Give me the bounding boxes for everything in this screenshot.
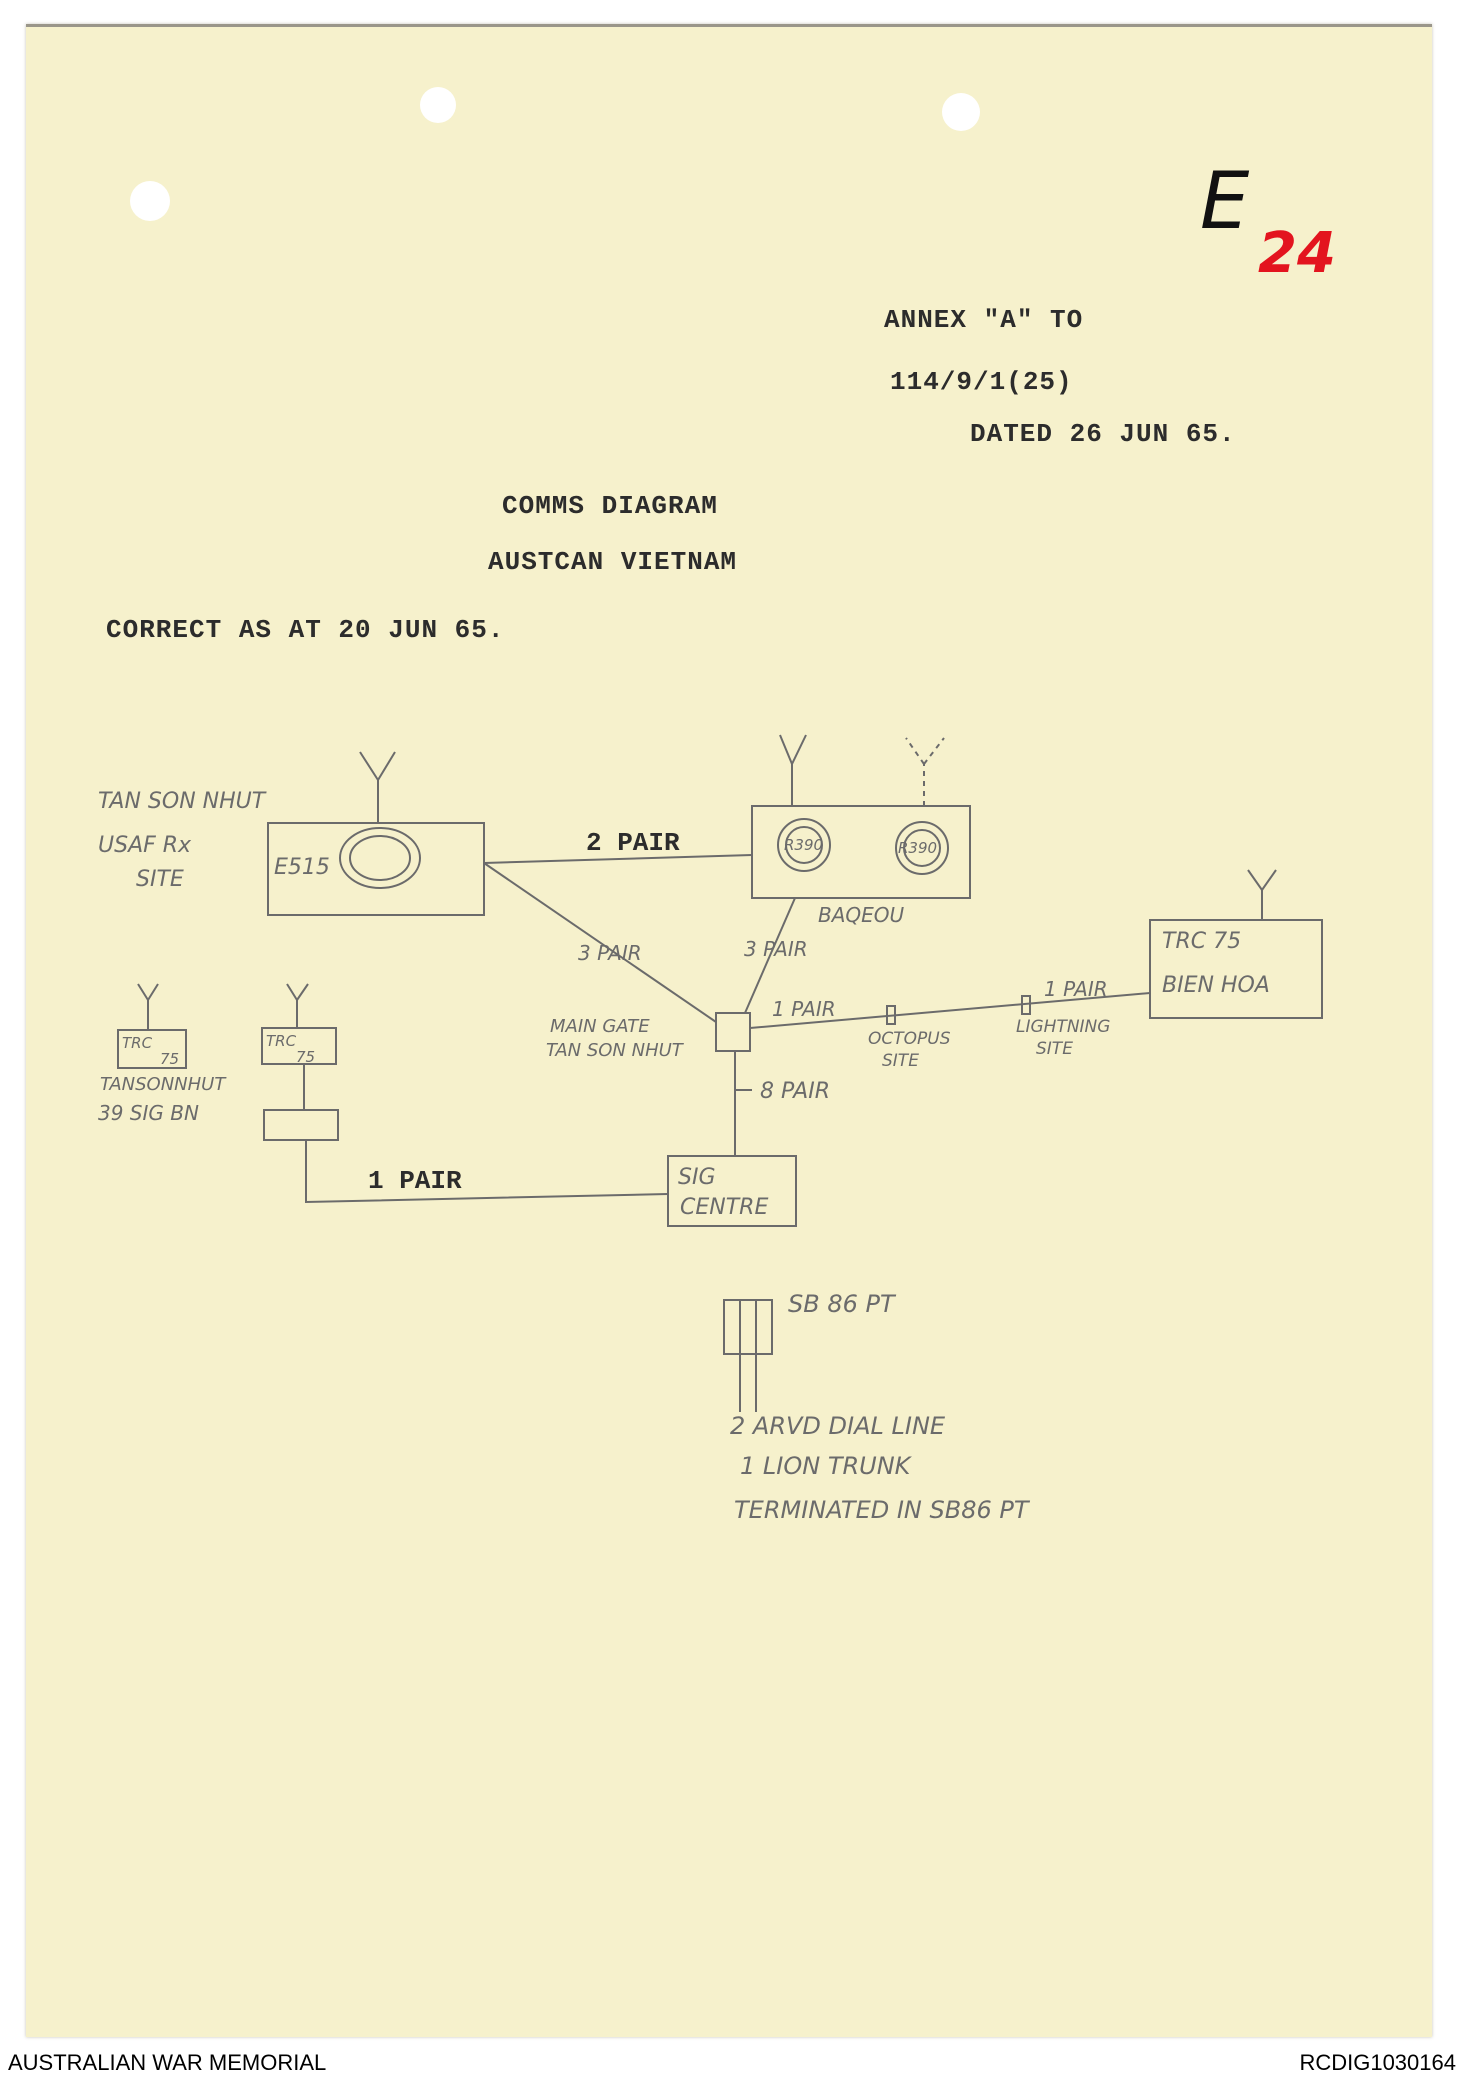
r390-right-icon (895, 821, 949, 875)
annex-line: ANNEX "A" TO (884, 305, 1084, 335)
title-line-2: AUSTCAN VIETNAM (488, 547, 738, 577)
notes-line-3: TERMINATED IN SB86 PT (734, 1496, 1031, 1524)
link-main-gate-bien-hoa (749, 992, 1151, 1029)
bien-hoa-antenna-icon (1247, 869, 1277, 920)
r390-left-label: R390 (784, 836, 823, 854)
e515-antenna-icon (359, 751, 396, 823)
e515-dish-inner-icon (349, 835, 411, 881)
footer-archive-name: AUSTRALIAN WAR MEMORIAL (8, 2050, 327, 2075)
punch-hole-1 (420, 87, 456, 123)
baqeou-antenna-icon (779, 734, 807, 806)
document-sheet: ANNEX "A" TO 114/9/1(25) DATED 26 JUN 65… (26, 24, 1432, 2037)
main-gate-line-2: TAN SON NHUT (546, 1040, 685, 1061)
notes-line-1: 2 ARVD DIAL LINE (730, 1412, 946, 1440)
trc-mid-line-2: 75 (296, 1048, 315, 1066)
trc-mid-box (261, 1027, 337, 1065)
tansonnhut-sig-line-1: TANSONNHUT (100, 1074, 227, 1095)
lightning-site-line-2: SITE (1036, 1039, 1073, 1059)
link-2pair-label: 2 PAIR (586, 828, 680, 858)
link-1pair-lightning-label: 1 PAIR (1044, 977, 1108, 1001)
tansonnhut-sig-line-2: 39 SIG BN (98, 1101, 199, 1125)
link-3pair-right-label: 3 PAIR (744, 937, 808, 961)
sb86-box (723, 1299, 773, 1355)
r390-left-inner-icon (785, 826, 823, 864)
sig-centre-line-2: CENTRE (680, 1195, 768, 1220)
baqeou-box (751, 805, 971, 899)
link-e515-baqeou (483, 854, 753, 864)
link-baqeou-main-gate (744, 897, 796, 1014)
link-e515-main-gate (483, 862, 717, 1023)
doc-mark-letter: E (1200, 157, 1250, 247)
r390-right-inner-icon (903, 829, 941, 867)
octopus-site-line-2: SITE (882, 1051, 919, 1071)
octopus-site-marker (886, 1005, 896, 1025)
lightning-site-marker (1021, 995, 1031, 1015)
doc-mark-number: 24 (1258, 221, 1336, 286)
link-8pair-label: 8 PAIR (760, 1079, 830, 1104)
trc-mid-unit-box (263, 1109, 339, 1141)
link-sig-unit-to-sig-centre (305, 1140, 669, 1204)
e515-label: E515 (274, 855, 330, 880)
baqeou-antenna-dashed-icon (905, 737, 945, 806)
trc-left-line-2: 75 (160, 1050, 179, 1068)
reference-line: 114/9/1(25) (890, 367, 1073, 397)
trc-left-box (117, 1029, 187, 1069)
r390-left-icon (777, 818, 831, 872)
link-1pair-sig-label: 1 PAIR (368, 1166, 462, 1196)
sb86-label: SB 86 PT (788, 1290, 897, 1318)
trc-mid-antenna-icon (286, 983, 309, 1028)
tan-son-nhut-line-1: TAN SON NHUT (98, 789, 267, 814)
bien-hoa-line-2: BIEN HOA (1162, 973, 1270, 998)
link-3pair-left-label: 3 PAIR (578, 941, 642, 965)
footer-record-id: RCDIG1030164 (1299, 2050, 1456, 2075)
baqeou-label: BAQEOU (818, 903, 905, 927)
sig-centre-line-1: SIG (678, 1165, 716, 1190)
e515-box (267, 822, 485, 916)
title-line-1: COMMS DIAGRAM (502, 491, 718, 521)
notes-line-2: 1 LION TRUNK (740, 1452, 913, 1480)
e515-dish-icon (339, 827, 421, 889)
tan-son-nhut-line-3: SITE (136, 867, 184, 892)
main-gate-line-1: MAIN GATE (550, 1016, 650, 1037)
octopus-site-line-1: OCTOPUS (868, 1029, 951, 1049)
bien-hoa-line-1: TRC 75 (1162, 929, 1241, 954)
bien-hoa-box (1149, 919, 1323, 1019)
link-1pair-octopus-label: 1 PAIR (772, 997, 836, 1021)
punch-hole-3 (130, 181, 170, 221)
r390-right-label: R390 (898, 839, 937, 857)
correct-as-at: CORRECT AS AT 20 JUN 65. (106, 615, 505, 645)
lightning-site-line-1: LIGHTNING (1016, 1017, 1110, 1037)
tan-son-nhut-line-2: USAF Rx (98, 833, 192, 858)
dated-line: DATED 26 JUN 65. (970, 419, 1236, 449)
main-gate-junction (715, 1012, 751, 1052)
trc-mid-line-1: TRC (266, 1032, 297, 1050)
punch-hole-2 (942, 93, 980, 131)
sig-centre-box (667, 1155, 797, 1227)
trc-left-line-1: TRC (122, 1034, 153, 1052)
trc-left-antenna-icon (137, 983, 159, 1030)
